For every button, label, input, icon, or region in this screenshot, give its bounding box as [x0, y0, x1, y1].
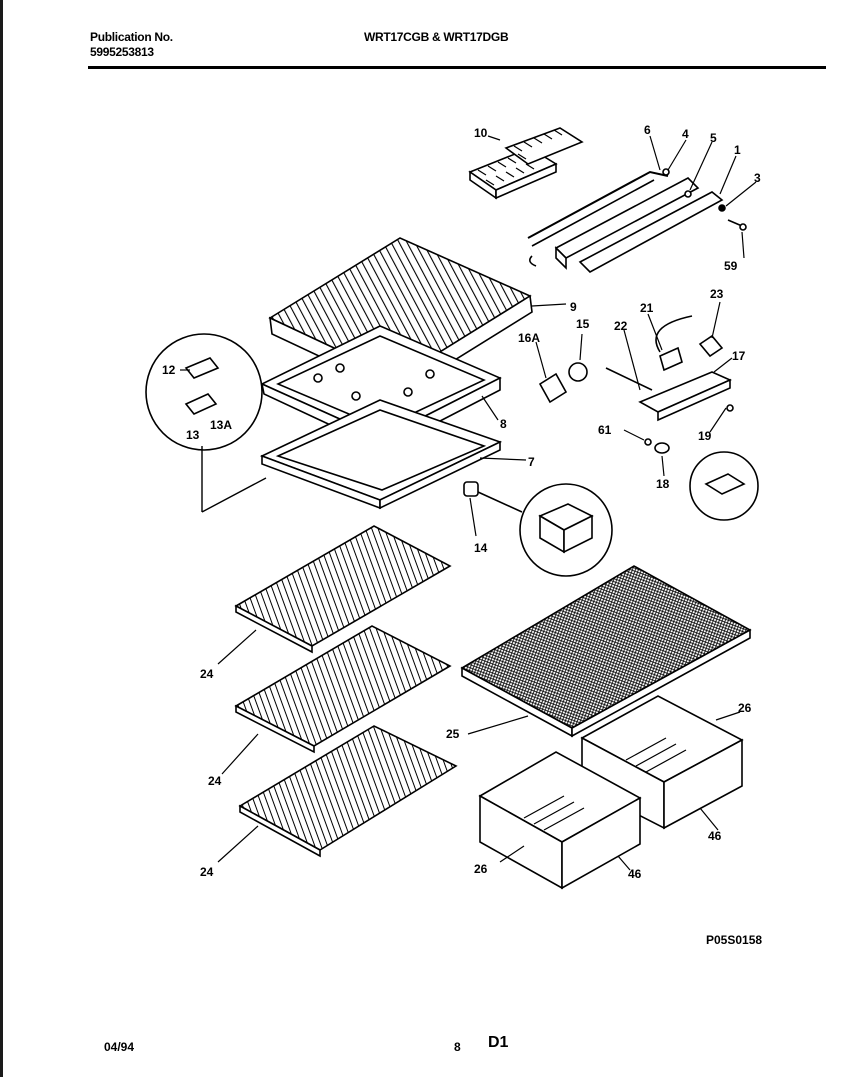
part-label-23: 23 — [710, 287, 724, 301]
part-label-26-left: 26 — [474, 862, 488, 876]
footer-date: 04/94 — [104, 1040, 135, 1054]
part-label-19: 19 — [698, 429, 712, 443]
part-label-25: 25 — [446, 727, 460, 741]
model-numbers: WRT17CGB & WRT17DGB — [364, 30, 509, 44]
part-label-13a: 13A — [210, 418, 232, 432]
part-label-59: 59 — [724, 259, 738, 273]
part-label-22: 22 — [614, 319, 628, 333]
light-assembly-parts — [538, 315, 759, 521]
header-rule — [88, 66, 826, 69]
part-label-5: 5 — [710, 131, 717, 145]
crisper-drawers — [478, 695, 744, 890]
part-label-24-bottom: 24 — [200, 865, 214, 879]
part-label-18: 18 — [656, 477, 670, 491]
footer-section-code: D1 — [488, 1034, 509, 1051]
part-label-4: 4 — [682, 127, 689, 141]
scan-edge-bar — [0, 0, 3, 1077]
part-label-6: 6 — [644, 123, 651, 137]
ice-trays — [468, 127, 584, 200]
crisper-rail-assembly — [527, 168, 747, 273]
part-label-26-right: 26 — [738, 701, 752, 715]
diagram-reference-code: P05S0158 — [706, 933, 762, 947]
part-label-13: 13 — [186, 428, 200, 442]
part-label-9: 9 — [570, 300, 577, 314]
part-label-12: 12 — [162, 363, 176, 377]
part-label-46-right: 46 — [708, 829, 722, 843]
part-label-17: 17 — [732, 349, 746, 363]
part-label-15: 15 — [576, 317, 590, 331]
part-label-1: 1 — [734, 143, 741, 157]
part-labels: 10 6 4 5 1 3 59 9 8 7 12 13 13A 14 15 16… — [162, 123, 762, 947]
part-label-61: 61 — [598, 423, 612, 437]
part-label-3: 3 — [754, 171, 761, 185]
wire-shelves — [234, 525, 458, 858]
part-label-24-middle: 24 — [208, 774, 222, 788]
part-label-16a: 16A — [518, 331, 540, 345]
part-label-24-top: 24 — [200, 667, 214, 681]
leader-lines — [180, 135, 757, 871]
part-label-10: 10 — [474, 126, 488, 140]
part-label-46-left: 46 — [628, 867, 642, 881]
detail-circle-middle — [463, 481, 613, 577]
part-label-14: 14 — [474, 541, 488, 555]
crisper-cover — [460, 565, 752, 738]
publication-number: 5995253813 — [90, 45, 154, 59]
publication-label: Publication No. — [90, 30, 173, 44]
footer-page-number: 8 — [454, 1040, 461, 1054]
part-label-21: 21 — [640, 301, 654, 315]
part-label-7: 7 — [528, 455, 535, 469]
detail-circle-left — [145, 333, 267, 513]
shelf-base-pan — [259, 399, 503, 510]
part-label-8: 8 — [500, 417, 507, 431]
